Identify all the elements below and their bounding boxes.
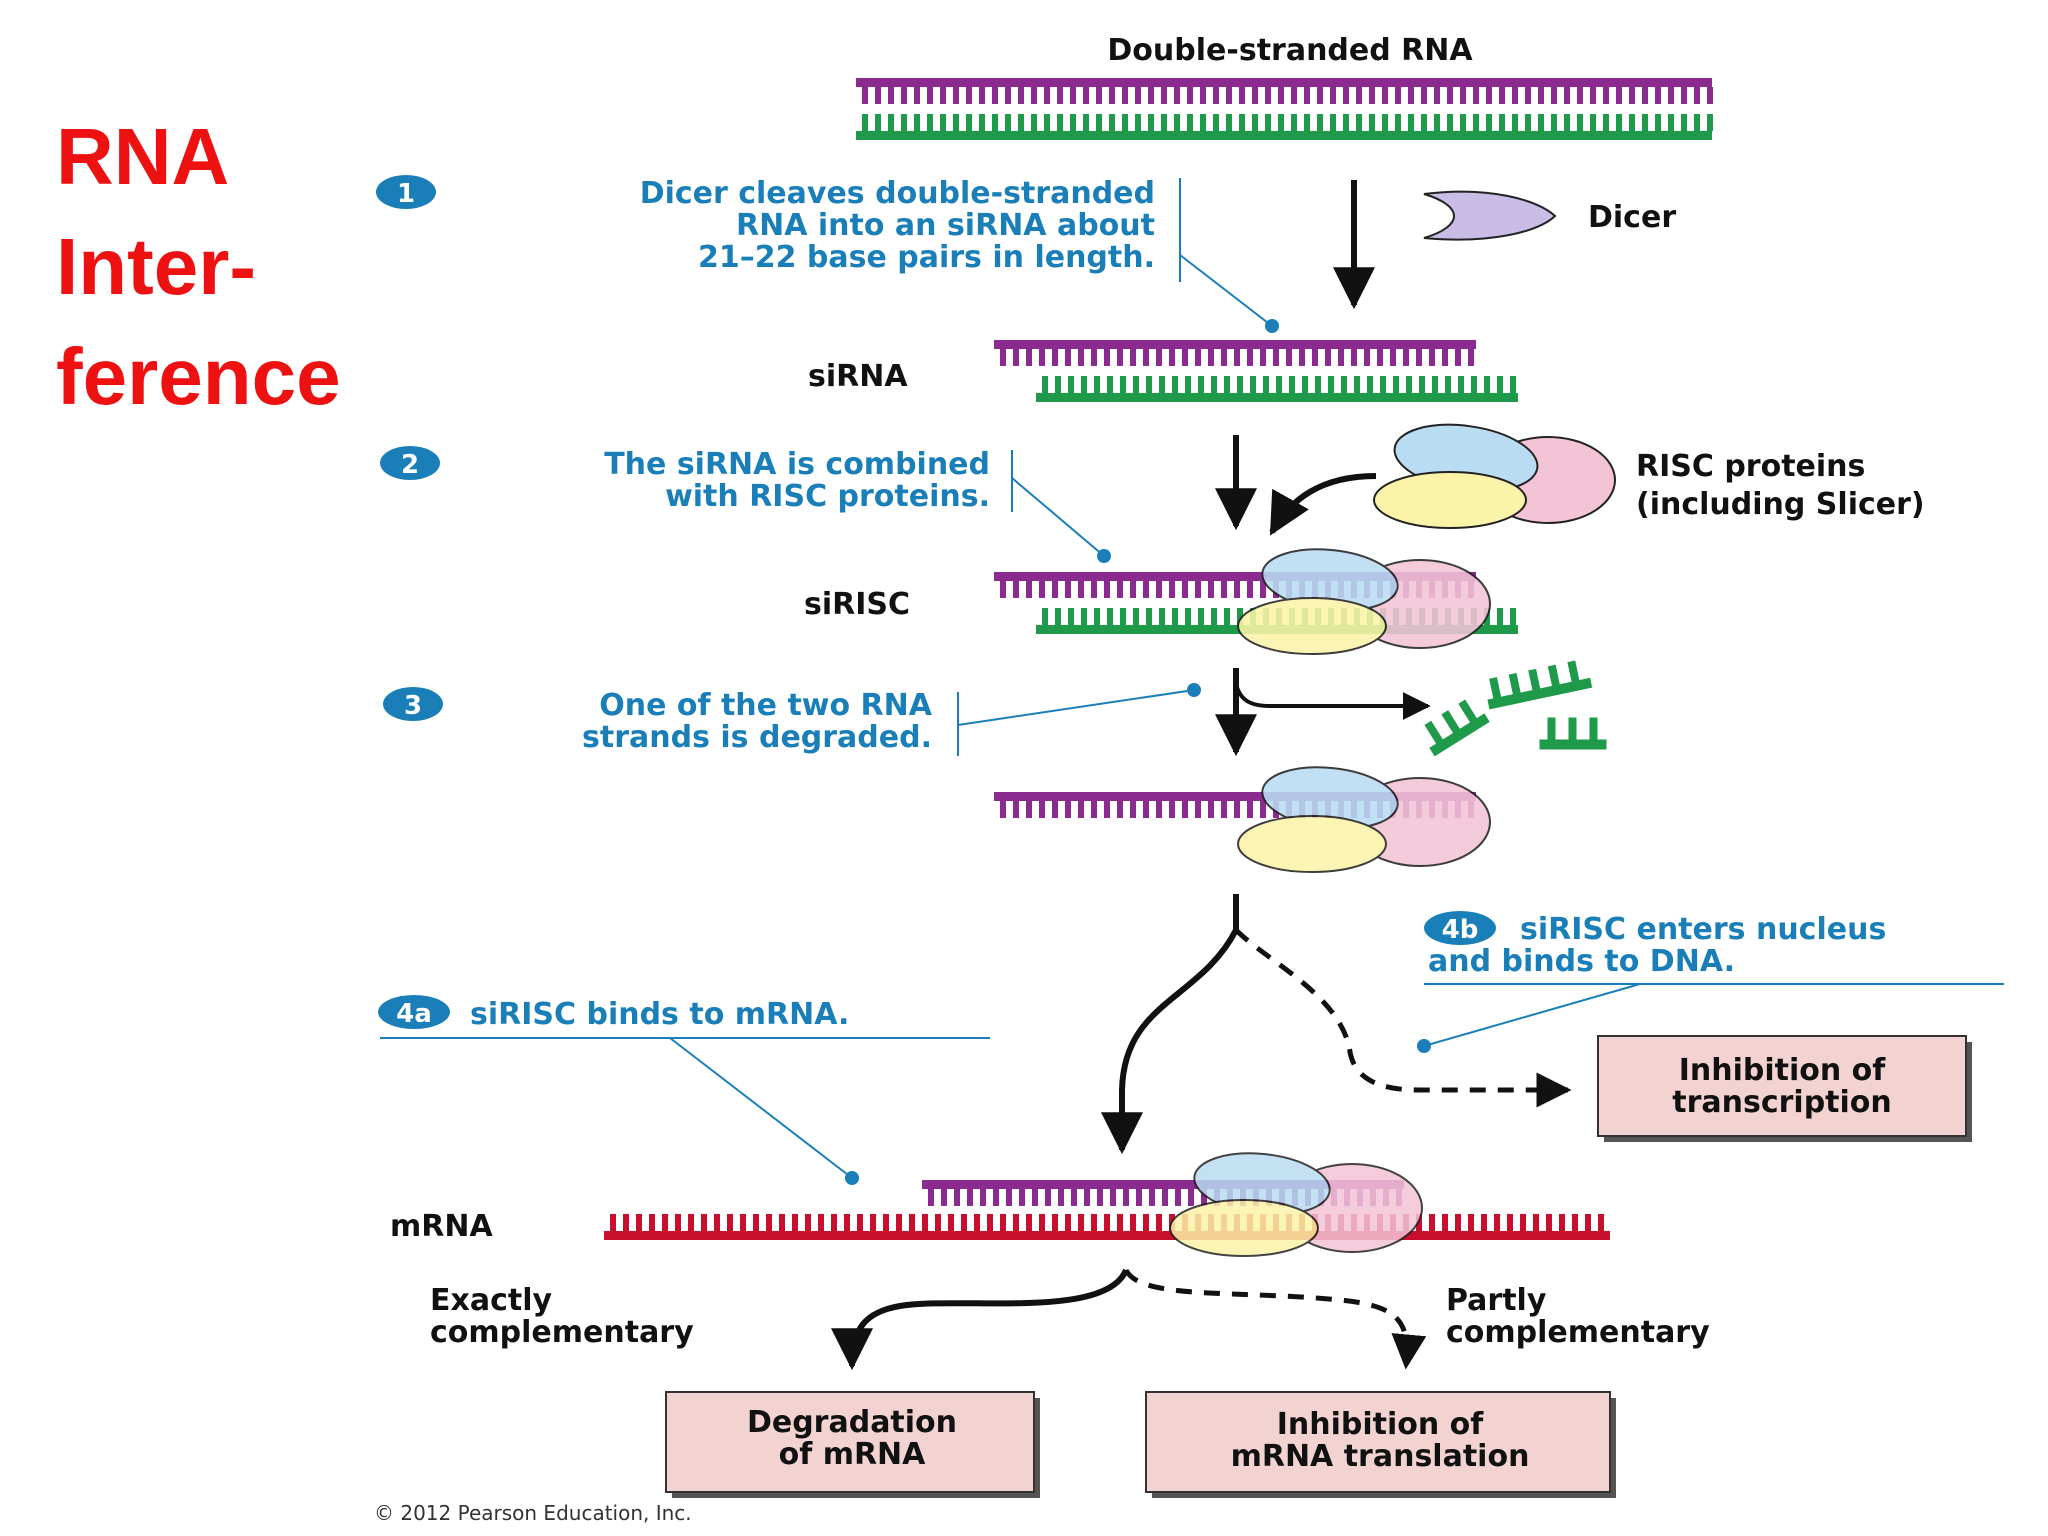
- arrow-to-degraded-fragments: [1234, 683, 1431, 720]
- arrow-to-mrna: [1101, 928, 1239, 1155]
- step-2-pointer: [1011, 477, 1105, 557]
- svg-text:1: 1: [397, 179, 415, 209]
- sirna-strand-green: [1036, 376, 1518, 402]
- step-3-badge: 3: [383, 687, 443, 721]
- mrna-strand: [604, 1214, 1610, 1240]
- step-2-line-2: with RISC proteins.: [665, 479, 990, 514]
- svg-text:4a: 4a: [396, 999, 432, 1029]
- step-4b-pointer-dot: [1417, 1039, 1431, 1053]
- step-2-line-1: The siRNA is combined: [604, 447, 990, 482]
- step-1-pointer-dot: [1265, 319, 1279, 333]
- dicer-icon: [1423, 190, 1557, 241]
- mrna-label: mRNA: [390, 1209, 493, 1244]
- inhibition-translation-line-1: Inhibition of: [1277, 1407, 1485, 1442]
- risc-proteins-icon: [1373, 423, 1616, 529]
- step-2-pointer-dot: [1097, 549, 1111, 563]
- exactly-complementary-line-1: Exactly: [430, 1283, 552, 1318]
- step-1-pointer: [1179, 254, 1273, 327]
- arrow-to-degradation: [831, 1268, 1129, 1371]
- step-3-line-1: One of the two RNA: [599, 688, 933, 723]
- dicer-label: Dicer: [1588, 200, 1676, 235]
- degradation-of-mrna-line-2: of mRNA: [779, 1437, 927, 1472]
- risc-label-line-1: RISC proteins: [1636, 449, 1865, 484]
- step-4a-pointer: [669, 1037, 853, 1179]
- arrow-risc-joining: [1269, 473, 1377, 536]
- step-2-badge: 2: [380, 446, 440, 480]
- mrna-protein-complex: [1169, 1152, 1423, 1257]
- sirisc-label: siRISC: [804, 587, 910, 622]
- step-3-pointer: [957, 689, 1195, 726]
- svg-text:4b: 4b: [1442, 915, 1479, 945]
- step-4a-text: siRISC binds to mRNA.: [470, 997, 849, 1032]
- inhibition-transcription-box: [1597, 1035, 1967, 1137]
- sirisc-protein-complex: [1237, 548, 1491, 655]
- exactly-complementary-line-2: complementary: [430, 1315, 694, 1350]
- step-4b-pointer: [1423, 983, 1641, 1047]
- arrow-to-nucleus: [1234, 928, 1572, 1108]
- title-line-2: Inter-: [56, 222, 256, 311]
- sirna-label: siRNA: [808, 359, 908, 394]
- arrow-to-translation-inhibition: [1123, 1268, 1427, 1370]
- partly-complementary-line-2: complementary: [1446, 1315, 1710, 1350]
- sirna-strand-purple: [994, 340, 1476, 366]
- step-1-badge: 1: [376, 175, 436, 209]
- inhibition-translation-line-2: mRNA translation: [1231, 1439, 1530, 1474]
- step-4a-pointer-dot: [845, 1171, 859, 1185]
- title-line-1: RNA: [56, 112, 229, 201]
- degradation-of-mrna-box: [665, 1391, 1035, 1493]
- sirisc-single-protein-complex: [1237, 766, 1491, 873]
- partly-complementary-line-1: Partly: [1446, 1283, 1547, 1318]
- inhibition-transcription-line-1: Inhibition of: [1679, 1053, 1887, 1088]
- copyright: © 2012 Pearson Education, Inc.: [374, 1501, 692, 1525]
- step-4b-badge: 4b: [1424, 911, 1496, 945]
- step-4b-line-2: and binds to DNA.: [1428, 944, 1735, 979]
- step-3-pointer-dot: [1187, 683, 1201, 697]
- dsrna-strand-purple: [856, 78, 1713, 104]
- degradation-of-mrna-line-1: Degradation: [747, 1405, 957, 1440]
- step-4a-badge: 4a: [378, 995, 450, 1029]
- degraded-strand-fragments: [1424, 660, 1607, 757]
- inhibition-transcription-line-2: transcription: [1672, 1085, 1892, 1120]
- step-3-line-2: strands is degraded.: [582, 720, 932, 755]
- step-4b-line-1: siRISC enters nucleus: [1520, 912, 1886, 947]
- step-1-line-1: Dicer cleaves double-stranded: [640, 176, 1155, 211]
- inhibition-translation-box: [1145, 1391, 1611, 1493]
- risc-label-line-2: (including Slicer): [1636, 487, 1925, 522]
- dsrna-strand-green: [856, 114, 1713, 140]
- step-1-line-3: 21–22 base pairs in length.: [698, 240, 1155, 275]
- dsrna-label: Double-stranded RNA: [1107, 33, 1473, 68]
- svg-text:3: 3: [404, 691, 422, 721]
- step-1-line-2: RNA into an siRNA about: [736, 208, 1155, 243]
- title-line-3: ference: [56, 332, 341, 421]
- svg-text:2: 2: [401, 450, 419, 480]
